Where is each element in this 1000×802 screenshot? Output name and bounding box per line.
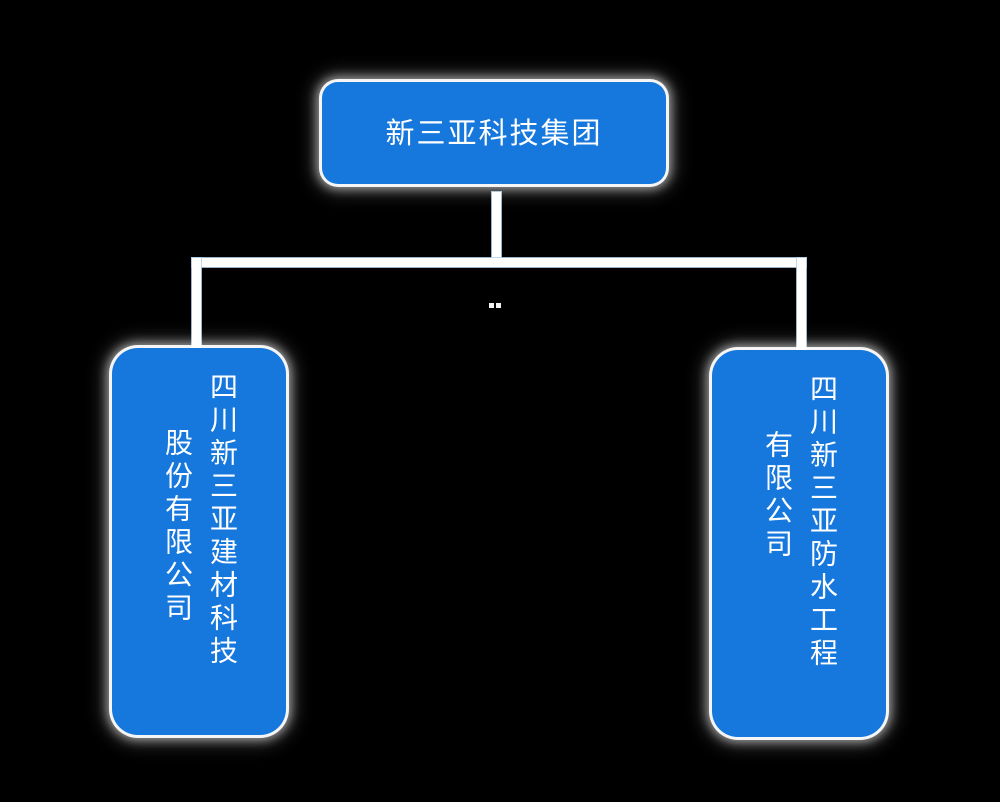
org-node-child-left[interactable]: 四川新三亚建材科技 股份有限公司 <box>112 348 286 735</box>
org-node-child-left-label-col1: 四川新三亚建材科技 <box>205 372 239 669</box>
connector-drop-right <box>797 258 806 352</box>
org-node-root-label: 新三亚科技集团 <box>385 115 603 150</box>
connector-horizontal-bar <box>192 258 806 267</box>
org-node-child-right-label-col1: 四川新三亚防水工程 <box>805 374 839 671</box>
org-node-child-right[interactable]: 四川新三亚防水工程 有限公司 <box>712 350 886 737</box>
vertical-text-group-left: 四川新三亚建材科技 股份有限公司 <box>158 372 240 735</box>
vertical-text-group-right: 四川新三亚防水工程 有限公司 <box>758 374 840 737</box>
org-node-root[interactable]: 新三亚科技集团 <box>322 82 666 184</box>
org-node-child-right-label-col2: 有限公司 <box>761 430 794 562</box>
center-marker-artifact <box>489 303 501 308</box>
connector-root-stem <box>492 192 501 262</box>
connector-drop-left <box>192 258 201 350</box>
org-node-child-left-label-col2: 股份有限公司 <box>161 428 194 626</box>
